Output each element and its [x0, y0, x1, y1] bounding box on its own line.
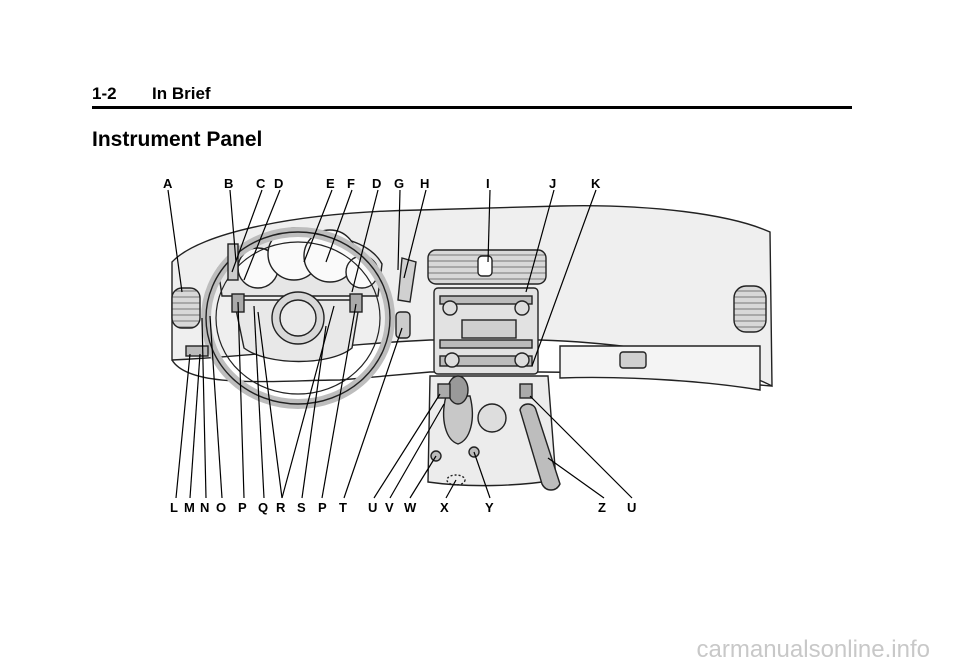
section-title: In Brief	[152, 84, 211, 103]
callout-label-bottom: R	[276, 500, 286, 515]
callout-label-bottom: P	[318, 500, 327, 515]
callout-label-top: C	[256, 176, 266, 191]
callout-label-bottom: U	[368, 500, 377, 515]
callout-label-bottom: Q	[258, 500, 268, 515]
callout-label-top: G	[394, 176, 404, 191]
callout-label-bottom: W	[404, 500, 417, 515]
page-number: 1-2	[92, 84, 117, 103]
callout-label-bottom: Y	[485, 500, 494, 515]
callout-label-bottom: P	[238, 500, 247, 515]
callout-label-top: K	[591, 176, 601, 191]
callout-label-bottom: N	[200, 500, 209, 515]
watermark: carmanualsonline.info	[696, 636, 930, 663]
callout-label-top: B	[224, 176, 233, 191]
callout-label-top: H	[420, 176, 429, 191]
callout-label-bottom: S	[297, 500, 306, 515]
callout-label-top: D	[372, 176, 381, 191]
dashboard-illustration	[171, 205, 773, 491]
callout-label-bottom: X	[440, 500, 449, 515]
callout-label-top: A	[163, 176, 173, 191]
callout-labels-bottom: L M N O P Q R S P T U V W X Y Z U	[170, 500, 636, 515]
callout-label-bottom: L	[170, 500, 178, 515]
callout-label-top: J	[549, 176, 556, 191]
callout-label-bottom: O	[216, 500, 226, 515]
callout-label-bottom: T	[339, 500, 347, 515]
page-header: 1-2 In Brief	[92, 84, 852, 109]
callout-label-top: E	[326, 176, 335, 191]
callout-label-top: F	[347, 176, 355, 191]
callout-labels-top: A B C D E F D G H I J K	[163, 176, 601, 191]
callout-label-bottom: M	[184, 500, 195, 515]
callout-label-bottom: V	[385, 500, 394, 515]
leader-lines	[167, 189, 633, 499]
callout-label-top: D	[274, 176, 283, 191]
callout-label-top: I	[486, 176, 490, 191]
page-title: Instrument Panel	[92, 128, 263, 151]
callout-label-bottom: Z	[598, 500, 606, 515]
callout-label-bottom: U	[627, 500, 636, 515]
